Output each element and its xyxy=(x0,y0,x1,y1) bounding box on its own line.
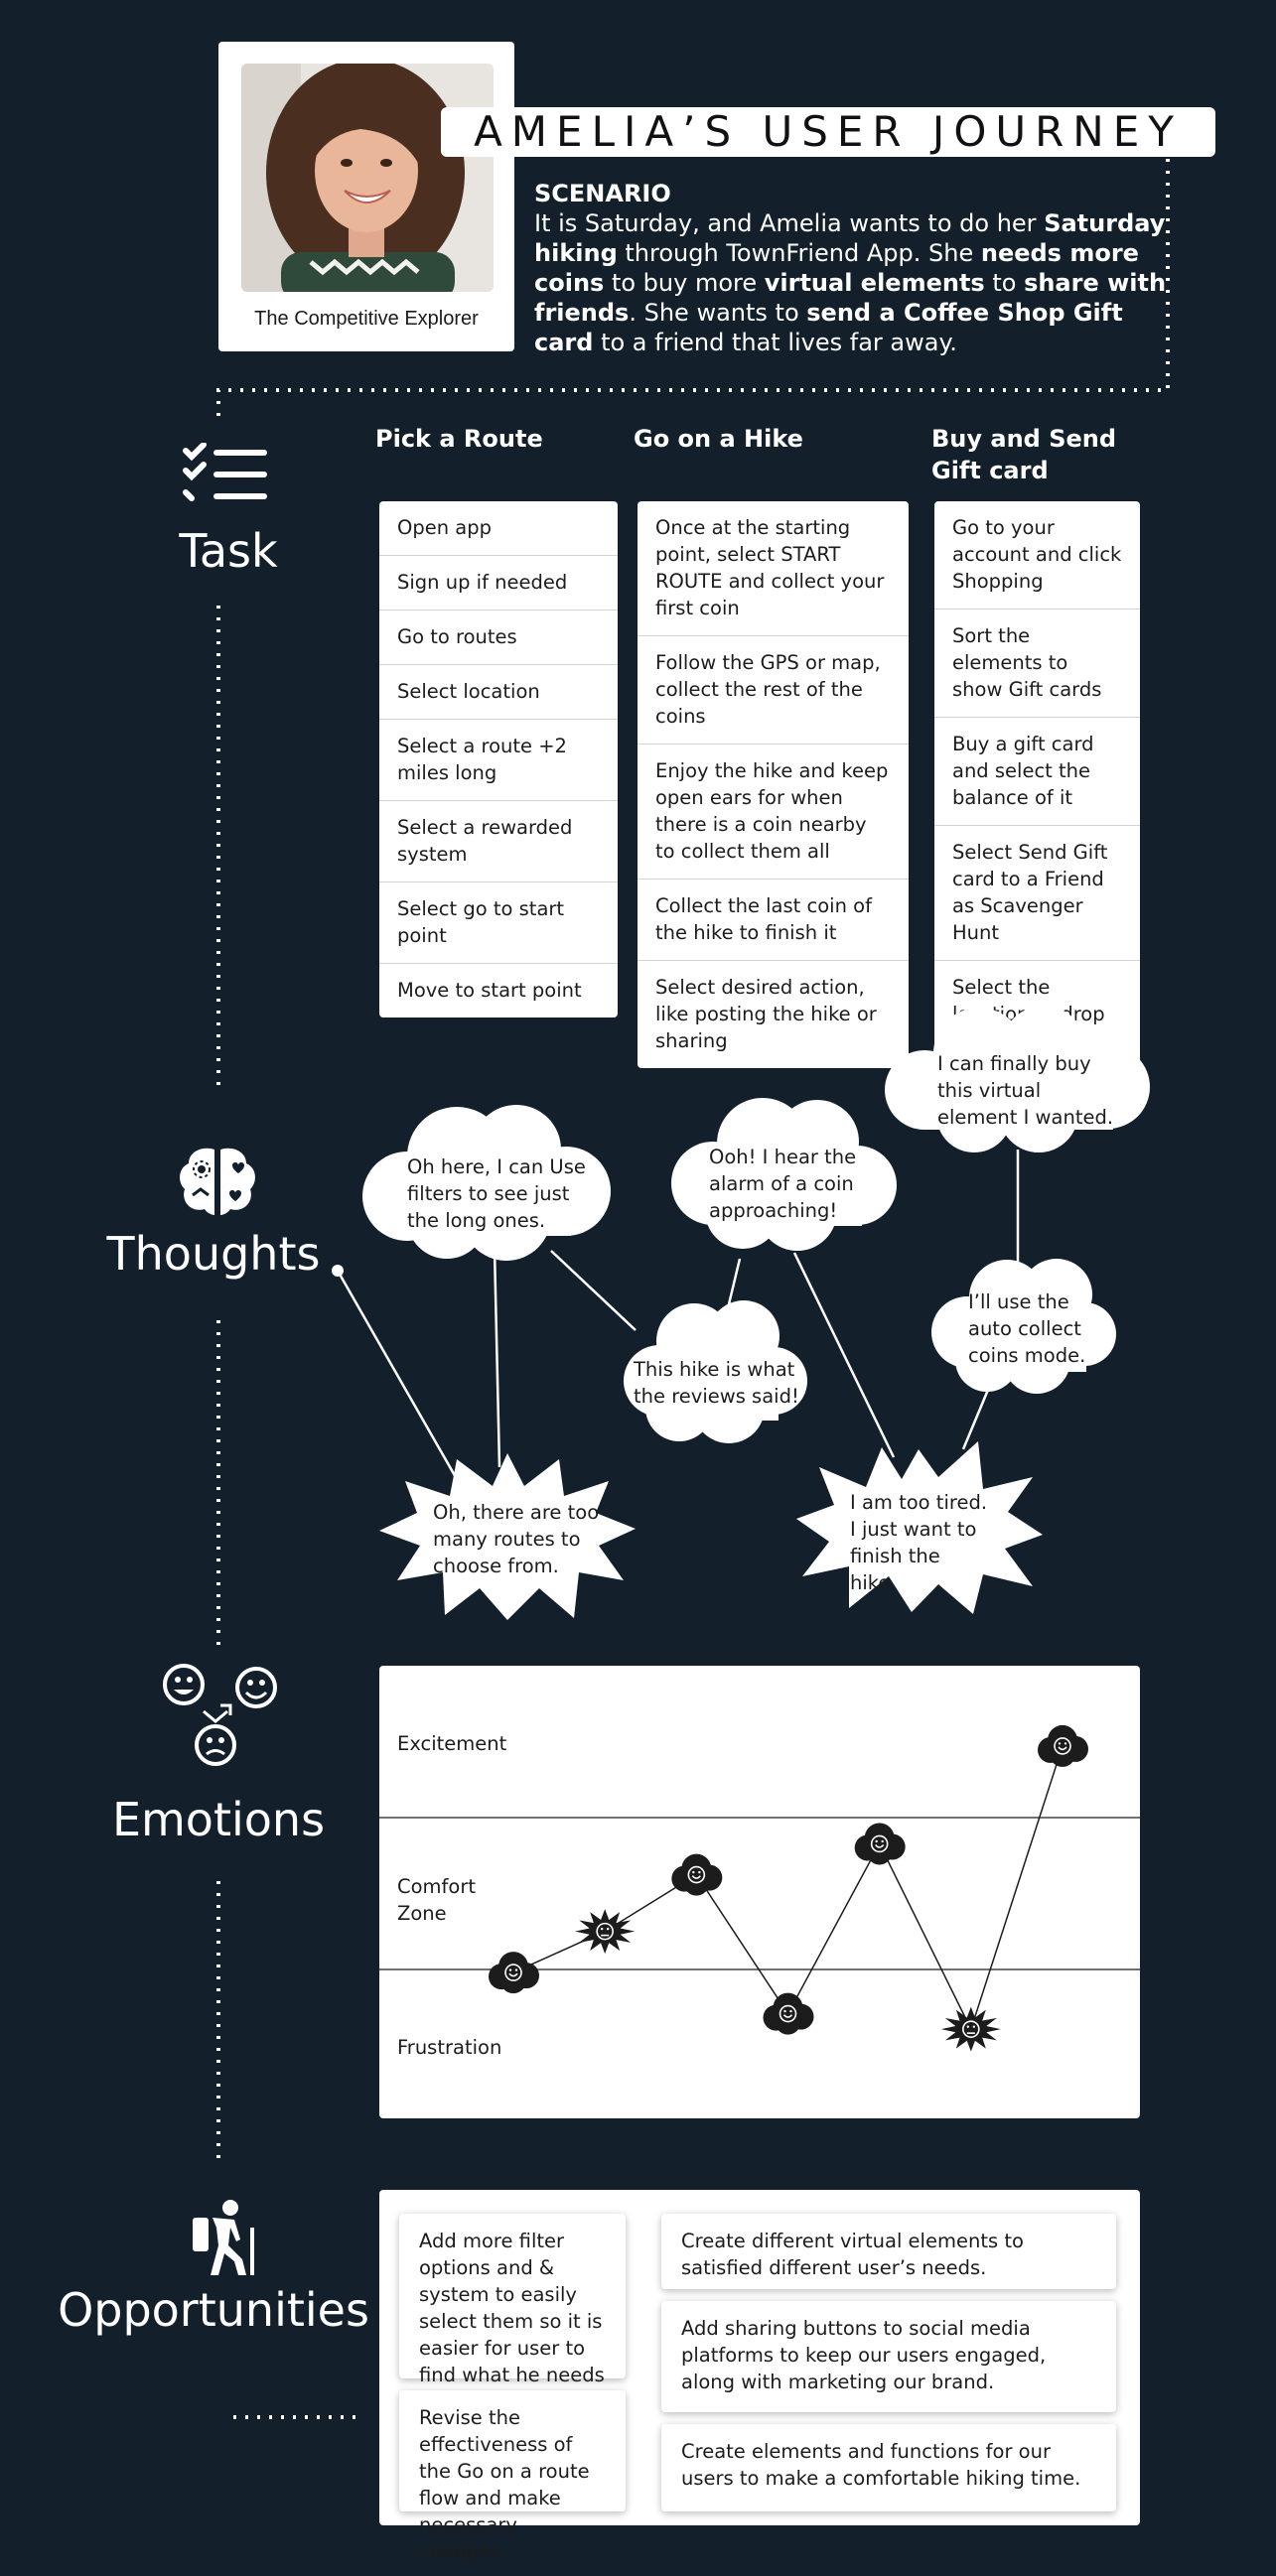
task-step: Collect the last coin of the hike to fin… xyxy=(638,880,909,961)
brain-icon xyxy=(180,1148,255,1215)
scenario-text: It is Saturday, and Amelia wants to do h… xyxy=(534,208,1170,357)
task-step: Sort the elements to show Gift cards xyxy=(934,610,1140,718)
thought-text-3: I can finally buy this virtual element I… xyxy=(937,1052,1114,1129)
emotion-line xyxy=(512,1745,1063,2032)
task-step: Open app xyxy=(379,501,618,556)
opportunity-card-2: Revise the effectiveness of the Go on a … xyxy=(399,2390,626,2563)
scenario-part: . She wants to xyxy=(629,299,807,327)
task-step: Select go to start point xyxy=(379,882,618,964)
frustration-burst-2 xyxy=(796,1441,1043,1614)
task-step: Enjoy the hike and keep open ears for wh… xyxy=(638,745,909,880)
checklist-icon xyxy=(183,443,267,501)
hiker-icon xyxy=(193,2200,254,2275)
emotions-label: Emotions xyxy=(111,1793,326,1846)
task-step: Follow the GPS or map, collect the rest … xyxy=(638,636,909,745)
level-excitement: Excitement xyxy=(397,1732,507,1755)
task-step: Once at the starting point, select START… xyxy=(638,501,909,636)
thought-text-7: I am too tired. I just want to finish th… xyxy=(850,1491,988,1594)
persona-card: The Competitive Explorer xyxy=(218,42,514,351)
task-step: Select a route +2 miles long xyxy=(379,720,618,801)
scenario-part: It is Saturday, and Amelia wants to do h… xyxy=(534,209,1045,237)
thought-cloud-3 xyxy=(885,1006,1150,1152)
thought-text-6: Oh, there are too many routes to choose … xyxy=(433,1501,600,1577)
persona-caption: The Competitive Explorer xyxy=(254,308,479,330)
emotions-plot xyxy=(379,1724,1140,2052)
scenario-part: to buy more xyxy=(604,269,765,297)
emotions-icon xyxy=(163,1664,277,1766)
scenario-part: needs more coins xyxy=(534,239,1139,297)
scenario-part: to xyxy=(984,269,1025,297)
page-title: AMELIA’S USER JOURNEY xyxy=(441,107,1215,157)
task-step: Select desired action, like posting the … xyxy=(655,976,877,1052)
thought-cloud-5 xyxy=(931,1259,1116,1394)
scenario-part: Saturday hiking xyxy=(534,209,1166,267)
thoughts-label: Thoughts xyxy=(106,1227,321,1281)
scenario-heading: SCENARIO xyxy=(534,180,671,207)
task-step: Select location xyxy=(379,665,618,720)
emotion-cloud-marker xyxy=(763,1992,814,2035)
task-step: Select Send Gift card to a Friend as Sca… xyxy=(934,826,1140,961)
opportunity-card-3: Create different virtual elements to sat… xyxy=(661,2214,1116,2289)
emotion-cloud-marker xyxy=(671,1853,723,1896)
scenario-part: virtual elements xyxy=(764,269,985,297)
thought-text-2: Ooh! I hear the alarm of a coin approach… xyxy=(709,1146,857,1222)
thought-connectors xyxy=(332,1150,1020,1480)
emotion-cloud-marker xyxy=(489,1952,539,1994)
opportunity-card-4: Add sharing buttons to social media plat… xyxy=(661,2301,1116,2412)
thought-cloud-2 xyxy=(671,1098,897,1251)
thought-text-4: This hike is what the reviews said! xyxy=(634,1358,799,1408)
thought-cloud-1 xyxy=(362,1105,611,1261)
emotions-chart: Excitement Comfort Zone Frustration xyxy=(379,1666,1140,2118)
opportunity-card-1: Add more filter options and & system to … xyxy=(399,2214,626,2413)
persona-photo xyxy=(241,64,494,292)
level-frustration: Frustration xyxy=(397,2036,502,2059)
task-col-heading-2: Go on a Hike xyxy=(634,425,803,453)
task-step: Buy a gift card and select the balance o… xyxy=(934,718,1140,826)
scenario-part: share with friends xyxy=(534,269,1167,327)
opportunity-card-5: Create elements and functions for our us… xyxy=(661,2424,1116,2511)
task-step: Move to start point xyxy=(397,979,582,1002)
emotion-cloud-marker xyxy=(1038,1724,1088,1767)
task-step: Select a rewarded system xyxy=(379,801,618,882)
scenario: SCENARIO It is Saturday, and Amelia want… xyxy=(534,179,1170,357)
opportunities-label: Opportunities xyxy=(58,2283,369,2337)
task-col-heading-3: Buy and Send Gift card xyxy=(931,425,1117,484)
scenario-part: through TownFriend App. She xyxy=(617,239,981,267)
opportunities-panel: Add more filter options and & system to … xyxy=(379,2190,1140,2563)
thought-cloud-4 xyxy=(624,1300,807,1443)
frustration-burst-1 xyxy=(379,1453,636,1620)
task-step: Go to your account and click Shopping xyxy=(934,501,1140,610)
level-comfort-zone: Comfort Zone xyxy=(397,1875,476,1925)
task-step: Go to routes xyxy=(379,610,618,665)
scenario-part: send a Coffee Shop Gift card xyxy=(534,299,1123,356)
scenario-part: to a friend that lives far away. xyxy=(593,329,957,356)
emotion-cloud-marker xyxy=(854,1823,906,1865)
task-label: Task xyxy=(179,524,278,578)
task-step: Sign up if needed xyxy=(379,556,618,610)
thought-text-5: I’ll use the auto collect coins mode. xyxy=(968,1290,1086,1367)
task-card-go-hike: Once at the starting point, select START… xyxy=(638,501,909,1068)
task-col-heading-1: Pick a Route xyxy=(375,425,543,453)
emotion-burst-marker xyxy=(940,2006,1001,2052)
thought-text-1: Oh here, I can Use filters to see just t… xyxy=(407,1155,586,1232)
emotion-burst-marker xyxy=(575,1909,636,1955)
